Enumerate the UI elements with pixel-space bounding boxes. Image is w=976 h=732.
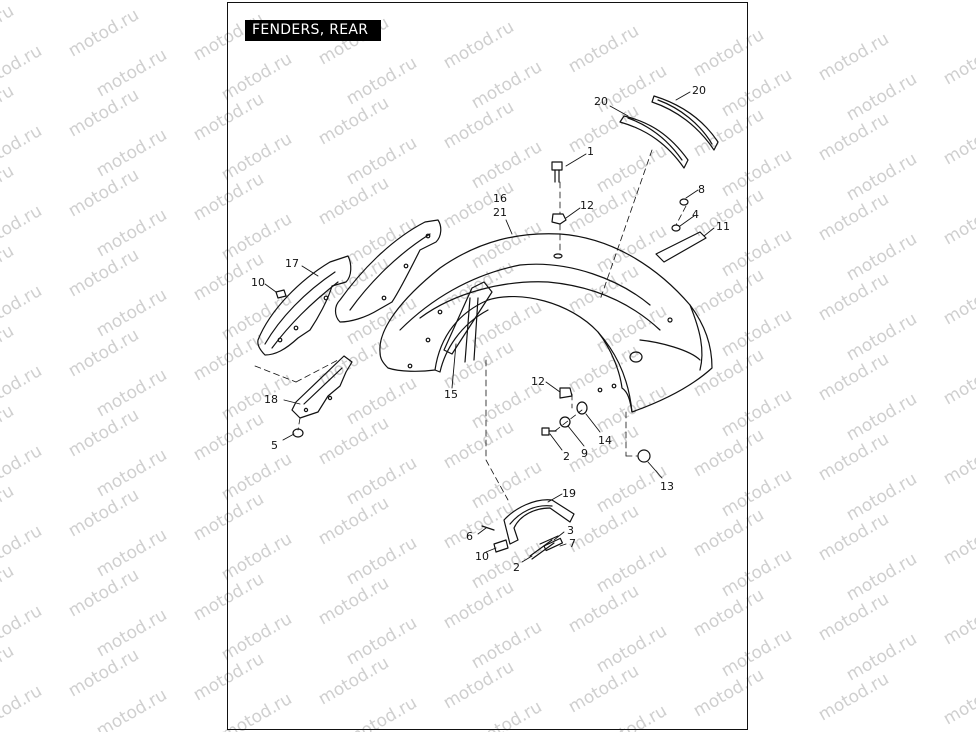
- side-trim-upper: [334, 219, 442, 323]
- callout-21: 21: [493, 206, 507, 219]
- washer-part-9: [559, 416, 571, 428]
- callout-18: 18: [264, 393, 278, 406]
- nut-part-12-upper: [551, 213, 567, 225]
- callout-6: 6: [466, 530, 473, 543]
- callout-7: 7: [569, 537, 576, 550]
- callout-2-upper: 2: [563, 450, 570, 463]
- bracket-part-18: [291, 355, 353, 419]
- pin-part-3: [539, 535, 559, 545]
- page-title: FENDERS, REAR: [245, 20, 381, 41]
- washer-part-8: [679, 198, 689, 206]
- clip-part-10-upper: [275, 289, 287, 299]
- side-trim-part-17: [257, 255, 352, 356]
- diagram-frame: [227, 2, 748, 730]
- callout-17: 17: [285, 257, 299, 270]
- callout-5: 5: [271, 439, 278, 452]
- callout-12-upper: 12: [580, 199, 594, 212]
- callout-9: 9: [581, 447, 588, 460]
- washer-part-14: [576, 401, 588, 415]
- callout-8: 8: [698, 183, 705, 196]
- clip-part-10-lower: [493, 539, 509, 553]
- washer-part-4: [671, 224, 681, 232]
- callout-20-left: 20: [594, 95, 608, 108]
- pin-part-7: [543, 537, 564, 552]
- callout-3: 3: [567, 524, 574, 537]
- callout-13: 13: [660, 480, 674, 493]
- callout-20-right: 20: [692, 84, 706, 97]
- callout-2-lower: 2: [513, 561, 520, 574]
- seal-strip-20-right: [651, 95, 719, 151]
- callout-12-lower: 12: [531, 375, 545, 388]
- callout-1: 1: [587, 145, 594, 158]
- bumper-part-13: [637, 449, 651, 463]
- callout-4: 4: [692, 208, 699, 221]
- callout-14: 14: [598, 434, 612, 447]
- callout-16: 16: [493, 192, 507, 205]
- bolt-part-2-upper: [541, 427, 557, 436]
- seal-strip-20-left: [619, 115, 689, 169]
- callout-19: 19: [562, 487, 576, 500]
- rear-fender: [379, 233, 713, 413]
- bolt-part-2-lower: [529, 539, 555, 560]
- callout-10-upper: 10: [251, 276, 265, 289]
- bracket-part-19: [503, 499, 575, 545]
- bolt-part-1: [551, 161, 563, 183]
- callout-10-lower: 10: [475, 550, 489, 563]
- nut-part-12-lower: [559, 387, 573, 399]
- callout-11: 11: [716, 220, 730, 233]
- callout-15: 15: [444, 388, 458, 401]
- support-bar-part-11: [655, 231, 707, 263]
- screw-part-6: [481, 525, 495, 531]
